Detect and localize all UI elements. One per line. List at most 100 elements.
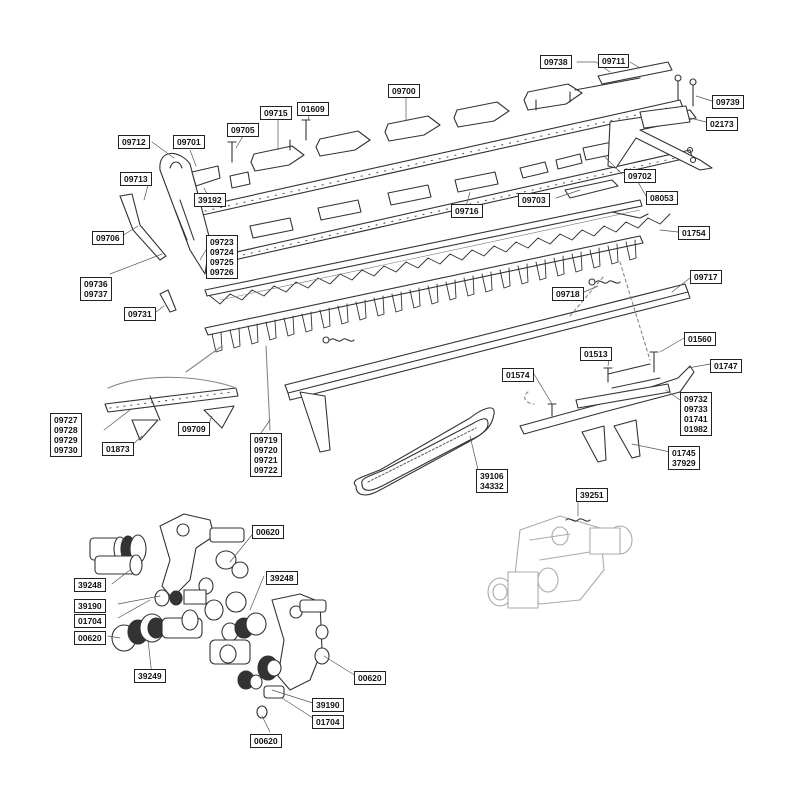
gearbox-exploded-lower (209, 593, 330, 719)
label-00620-c: 00620 (354, 671, 386, 685)
rod-09706 (119, 193, 167, 261)
label-text: 09732 (684, 394, 708, 404)
label-text: 39249 (138, 671, 162, 681)
clip-09700-3 (384, 115, 441, 142)
label-text: 09712 (122, 137, 146, 147)
label-text: 09724 (210, 247, 234, 257)
label-09727: 09727 09728 09729 09730 (50, 413, 82, 457)
label-text: 39106 (480, 471, 504, 481)
label-01574: 01574 (502, 368, 534, 382)
label-text: 01873 (106, 444, 130, 454)
guards (211, 239, 637, 353)
clip-09716-3 (454, 171, 499, 193)
label-text: 09715 (264, 108, 288, 118)
gearbox-exploded-middle (111, 591, 247, 652)
label-09723: 09723 09724 09725 09726 (206, 235, 238, 279)
label-text: 00620 (358, 673, 382, 683)
clip-09716-6 (249, 217, 294, 239)
label-01754: 01754 (678, 226, 710, 240)
rod-09731 (159, 289, 177, 313)
label-text: 01609 (301, 104, 325, 114)
label-09736: 09736 09737 (80, 277, 112, 301)
knife-sections (209, 213, 671, 305)
label-text: 09726 (210, 267, 234, 277)
bracket-08053 (607, 109, 713, 171)
label-39192: 39192 (194, 193, 226, 207)
label-text: 09721 (254, 455, 278, 465)
label-text: 09736 (84, 279, 108, 289)
plate-09727 (104, 387, 239, 413)
label-text: 09711 (602, 56, 626, 66)
frame-leg (299, 391, 331, 453)
gearbox-exploded-upper (89, 513, 249, 607)
label-text: 09723 (210, 237, 234, 247)
label-08053: 08053 (646, 191, 678, 205)
label-text: 09728 (54, 425, 78, 435)
clip-09716-4 (387, 184, 432, 206)
label-text: 09705 (231, 125, 255, 135)
label-09709: 09709 (178, 422, 210, 436)
bracket-39192 (191, 165, 221, 187)
label-01513: 01513 (580, 347, 612, 361)
clip-09716-2 (519, 161, 549, 179)
label-00620-d: 00620 (250, 734, 282, 748)
label-01873: 01873 (102, 442, 134, 456)
label-09706: 09706 (92, 231, 124, 245)
label-39190-a: 39190 (74, 599, 106, 613)
label-text: 09717 (694, 272, 718, 282)
label-01609: 01609 (297, 102, 329, 116)
label-39249: 39249 (134, 669, 166, 683)
gearbox-39251 (487, 515, 633, 609)
label-09738: 09738 (540, 55, 572, 69)
label-text: 09725 (210, 257, 234, 267)
label-09705: 09705 (227, 123, 259, 137)
label-text: 00620 (78, 633, 102, 643)
section-01873 (131, 419, 159, 441)
label-text: 00620 (254, 736, 278, 746)
label-text: 09701 (177, 137, 201, 147)
label-text: 09738 (544, 57, 568, 67)
label-text: 02173 (710, 119, 734, 129)
label-text: 39248 (78, 580, 102, 590)
bolt-01513 (603, 367, 613, 383)
label-text: 09720 (254, 445, 278, 455)
label-09713: 09713 (120, 172, 152, 186)
label-02173: 02173 (706, 117, 738, 131)
knife-serrations (219, 209, 641, 301)
label-text: 09718 (556, 289, 580, 299)
label-text: 01747 (714, 361, 738, 371)
clip-09700-2 (453, 101, 510, 128)
label-text: 09733 (684, 404, 708, 414)
label-39248-b: 39248 (266, 571, 298, 585)
label-text: 09739 (716, 97, 740, 107)
clip-09716-1 (555, 153, 583, 170)
clip-09700-1 (523, 83, 583, 111)
label-09702: 09702 (624, 169, 656, 183)
label-09700: 09700 (388, 84, 420, 98)
label-text: 09703 (522, 195, 546, 205)
label-text: 39248 (270, 573, 294, 583)
label-text: 01574 (506, 370, 530, 380)
plate-02173 (639, 105, 691, 129)
label-09712: 09712 (118, 135, 150, 149)
knife-back (204, 199, 643, 297)
bar-09711 (597, 61, 673, 85)
label-text: 09700 (392, 86, 416, 96)
label-text: 39190 (316, 700, 340, 710)
section-09709 (203, 405, 235, 429)
label-text: 39251 (580, 490, 604, 500)
label-09711: 09711 (598, 54, 630, 68)
label-09718: 09718 (552, 287, 584, 301)
label-text: 01513 (584, 349, 608, 359)
label-text: 39190 (78, 601, 102, 611)
label-text: 09731 (128, 309, 152, 319)
label-text: 09727 (54, 415, 78, 425)
label-text: 09709 (182, 424, 206, 434)
label-39106: 39106 34332 (476, 469, 508, 493)
belt-39106 (353, 407, 495, 496)
label-39190-b: 39190 (312, 698, 344, 712)
label-text: 09702 (628, 171, 652, 181)
label-09739: 09739 (712, 95, 744, 109)
label-01704-a: 01704 (74, 614, 106, 628)
